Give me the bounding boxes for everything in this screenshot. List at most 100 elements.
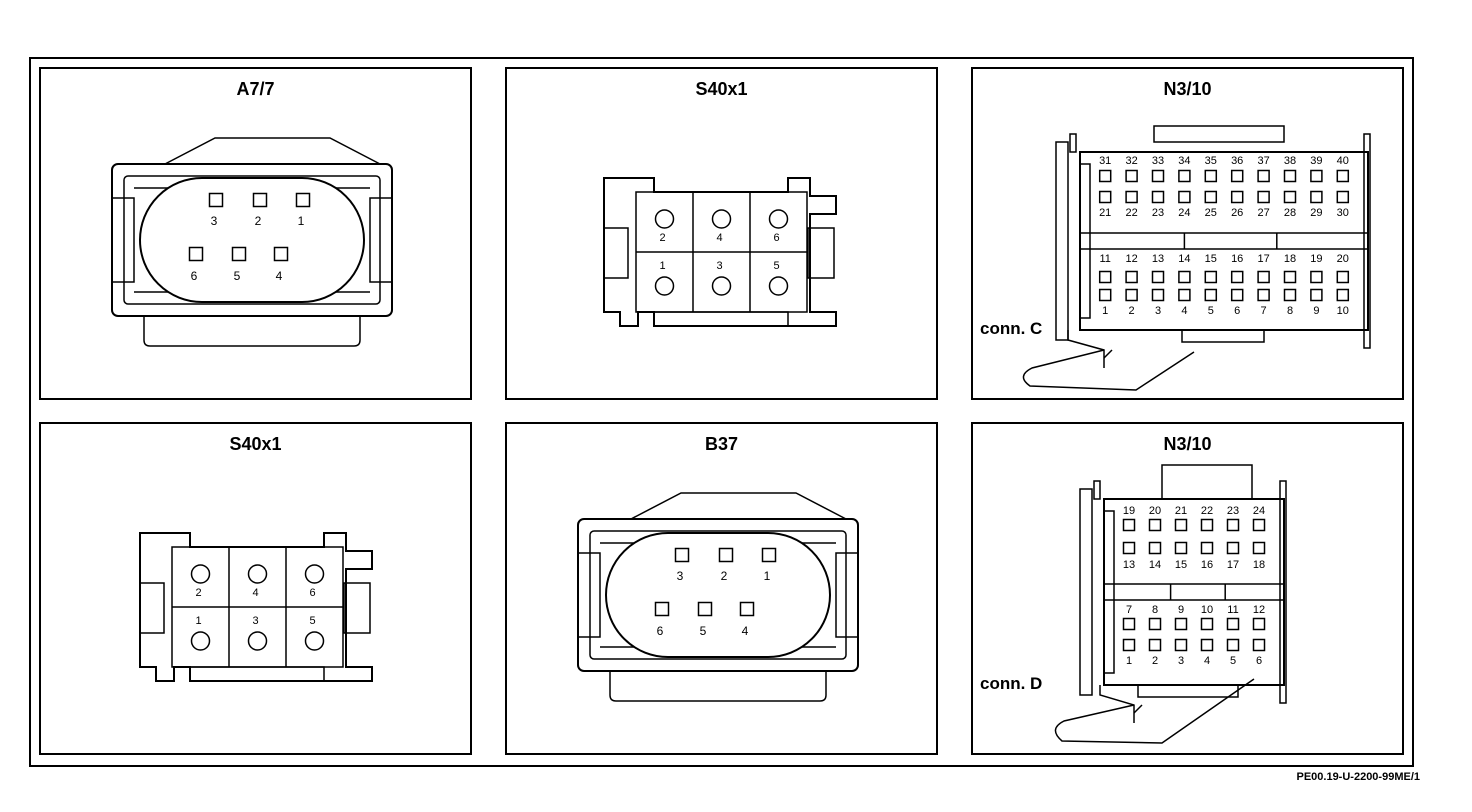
panel-title: S40x1 (695, 79, 747, 99)
pin-number: 29 (1310, 207, 1322, 219)
pin-number: 4 (1181, 305, 1187, 317)
pin-number: 18 (1284, 253, 1296, 265)
pin-number: 10 (1201, 604, 1213, 616)
pin-number: 35 (1205, 155, 1217, 167)
pin-socket (1283, 288, 1297, 302)
pin-socket (1310, 190, 1323, 204)
pin-socket (247, 631, 268, 651)
ecu-connector-housing (1079, 151, 1369, 331)
pin-socket (711, 209, 732, 229)
pin-socket (1125, 169, 1138, 183)
panel-frame (505, 422, 938, 755)
pin-socket (1283, 270, 1297, 284)
pin-number: 7 (1261, 305, 1267, 317)
pin-socket (654, 276, 675, 296)
pin-number: 8 (1152, 604, 1158, 616)
pin-number: 28 (1284, 207, 1296, 219)
pin-socket (1336, 169, 1350, 183)
pin-socket (1151, 169, 1165, 183)
pin-socket (247, 564, 268, 584)
pin-socket (1178, 288, 1191, 302)
switch-housing (603, 177, 837, 327)
pin-number: 3 (716, 260, 722, 272)
pin-socket (1226, 617, 1240, 631)
panel-title: S40x1 (229, 434, 281, 454)
pin-socket (1257, 190, 1270, 204)
pin-socket (1178, 270, 1191, 284)
pin-number: 6 (309, 587, 315, 599)
pin-socket (1283, 169, 1297, 183)
cable-branch (1103, 349, 1113, 359)
pin-socket (1310, 169, 1323, 183)
pin-socket (1204, 169, 1218, 183)
pin-number: 22 (1201, 505, 1213, 517)
cable-branch (1133, 704, 1143, 714)
pin-socket (1252, 617, 1266, 631)
pin-socket (1200, 541, 1214, 555)
pin-socket (1226, 638, 1240, 652)
pin-socket (190, 564, 211, 584)
pin-number: 15 (1175, 559, 1187, 571)
connector-skirt (143, 316, 361, 347)
connector-boss (1153, 125, 1285, 143)
pin-number: 14 (1149, 559, 1161, 571)
pin-number: 5 (309, 615, 315, 627)
pin-number: 1 (298, 214, 305, 228)
pin-number: 14 (1178, 253, 1190, 265)
pin-number: 3 (677, 569, 684, 583)
pin-socket (739, 601, 755, 617)
pin-socket (1122, 541, 1136, 555)
pin-socket (1151, 288, 1165, 302)
pin-number: 36 (1231, 155, 1243, 167)
pin-number: 2 (255, 214, 262, 228)
pin-number: 2 (195, 587, 201, 599)
side-window (807, 227, 835, 279)
pin-socket (1174, 638, 1188, 652)
pin-number: 4 (276, 269, 283, 283)
pin-socket (1125, 270, 1138, 284)
pin-socket (1148, 541, 1162, 555)
pin-socket (1230, 169, 1244, 183)
pin-number: 4 (252, 587, 258, 599)
pin-number: 10 (1337, 305, 1349, 317)
side-tab (577, 552, 601, 638)
pin-number: 40 (1337, 155, 1349, 167)
pin-socket (654, 601, 670, 617)
connector-boss (1161, 464, 1253, 500)
pin-socket (718, 547, 734, 563)
pin-socket (208, 192, 224, 208)
pin-number: 23 (1152, 207, 1164, 219)
latch-arm (1055, 141, 1069, 341)
pin-number: 17 (1257, 253, 1269, 265)
pin-number: 15 (1205, 253, 1217, 265)
pin-number: 5 (234, 269, 241, 283)
pin-socket (1230, 270, 1244, 284)
pin-socket (1174, 617, 1188, 631)
pin-socket (1257, 270, 1270, 284)
pin-socket (1148, 617, 1162, 631)
pin-socket (1226, 541, 1240, 555)
connector-inner-frame (123, 175, 381, 305)
pin-socket (711, 276, 732, 296)
pin-socket (252, 192, 268, 208)
pin-socket (304, 631, 325, 651)
pin-socket (1122, 518, 1136, 532)
pin-number: 3 (1155, 305, 1161, 317)
pin-number: 3 (211, 214, 218, 228)
panel-title: A7/7 (236, 79, 274, 99)
pin-socket (1148, 638, 1162, 652)
pin-number: 4 (1204, 655, 1210, 667)
pin-number: 13 (1123, 559, 1135, 571)
pin-number: 5 (1230, 655, 1236, 667)
pin-socket (768, 209, 789, 229)
pin-number: 9 (1178, 604, 1184, 616)
side-window (343, 582, 371, 634)
pin-socket (674, 547, 690, 563)
document-id: PE00.19-U-2200-99ME/1 (1296, 771, 1420, 783)
pin-socket (1148, 518, 1162, 532)
pin-number: 16 (1201, 559, 1213, 571)
pin-number: 1 (659, 260, 665, 272)
